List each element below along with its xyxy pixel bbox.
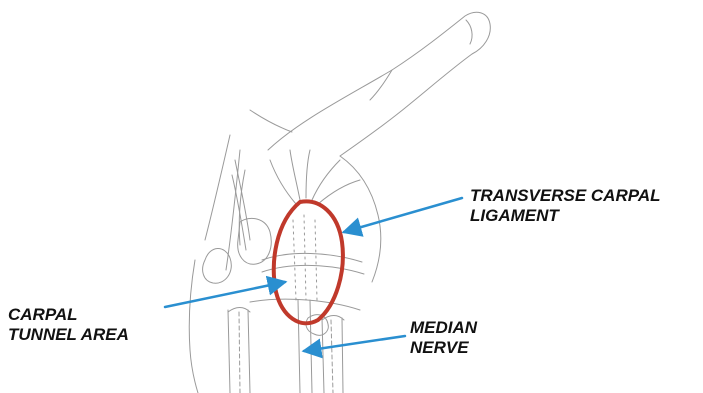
label-median-nerve: MEDIAN NERVE — [410, 318, 477, 358]
label-carpal-tunnel-area: CARPAL TUNNEL AREA — [8, 305, 129, 345]
arrow-carpal-tunnel-area — [165, 282, 285, 307]
label-transverse-carpal-ligament: TRANSVERSE CARPAL LIGAMENT — [470, 186, 660, 226]
carpal-tunnel-outline — [274, 201, 343, 323]
arrow-transverse-carpal-ligament — [344, 198, 462, 232]
arrow-median-nerve — [304, 336, 405, 351]
